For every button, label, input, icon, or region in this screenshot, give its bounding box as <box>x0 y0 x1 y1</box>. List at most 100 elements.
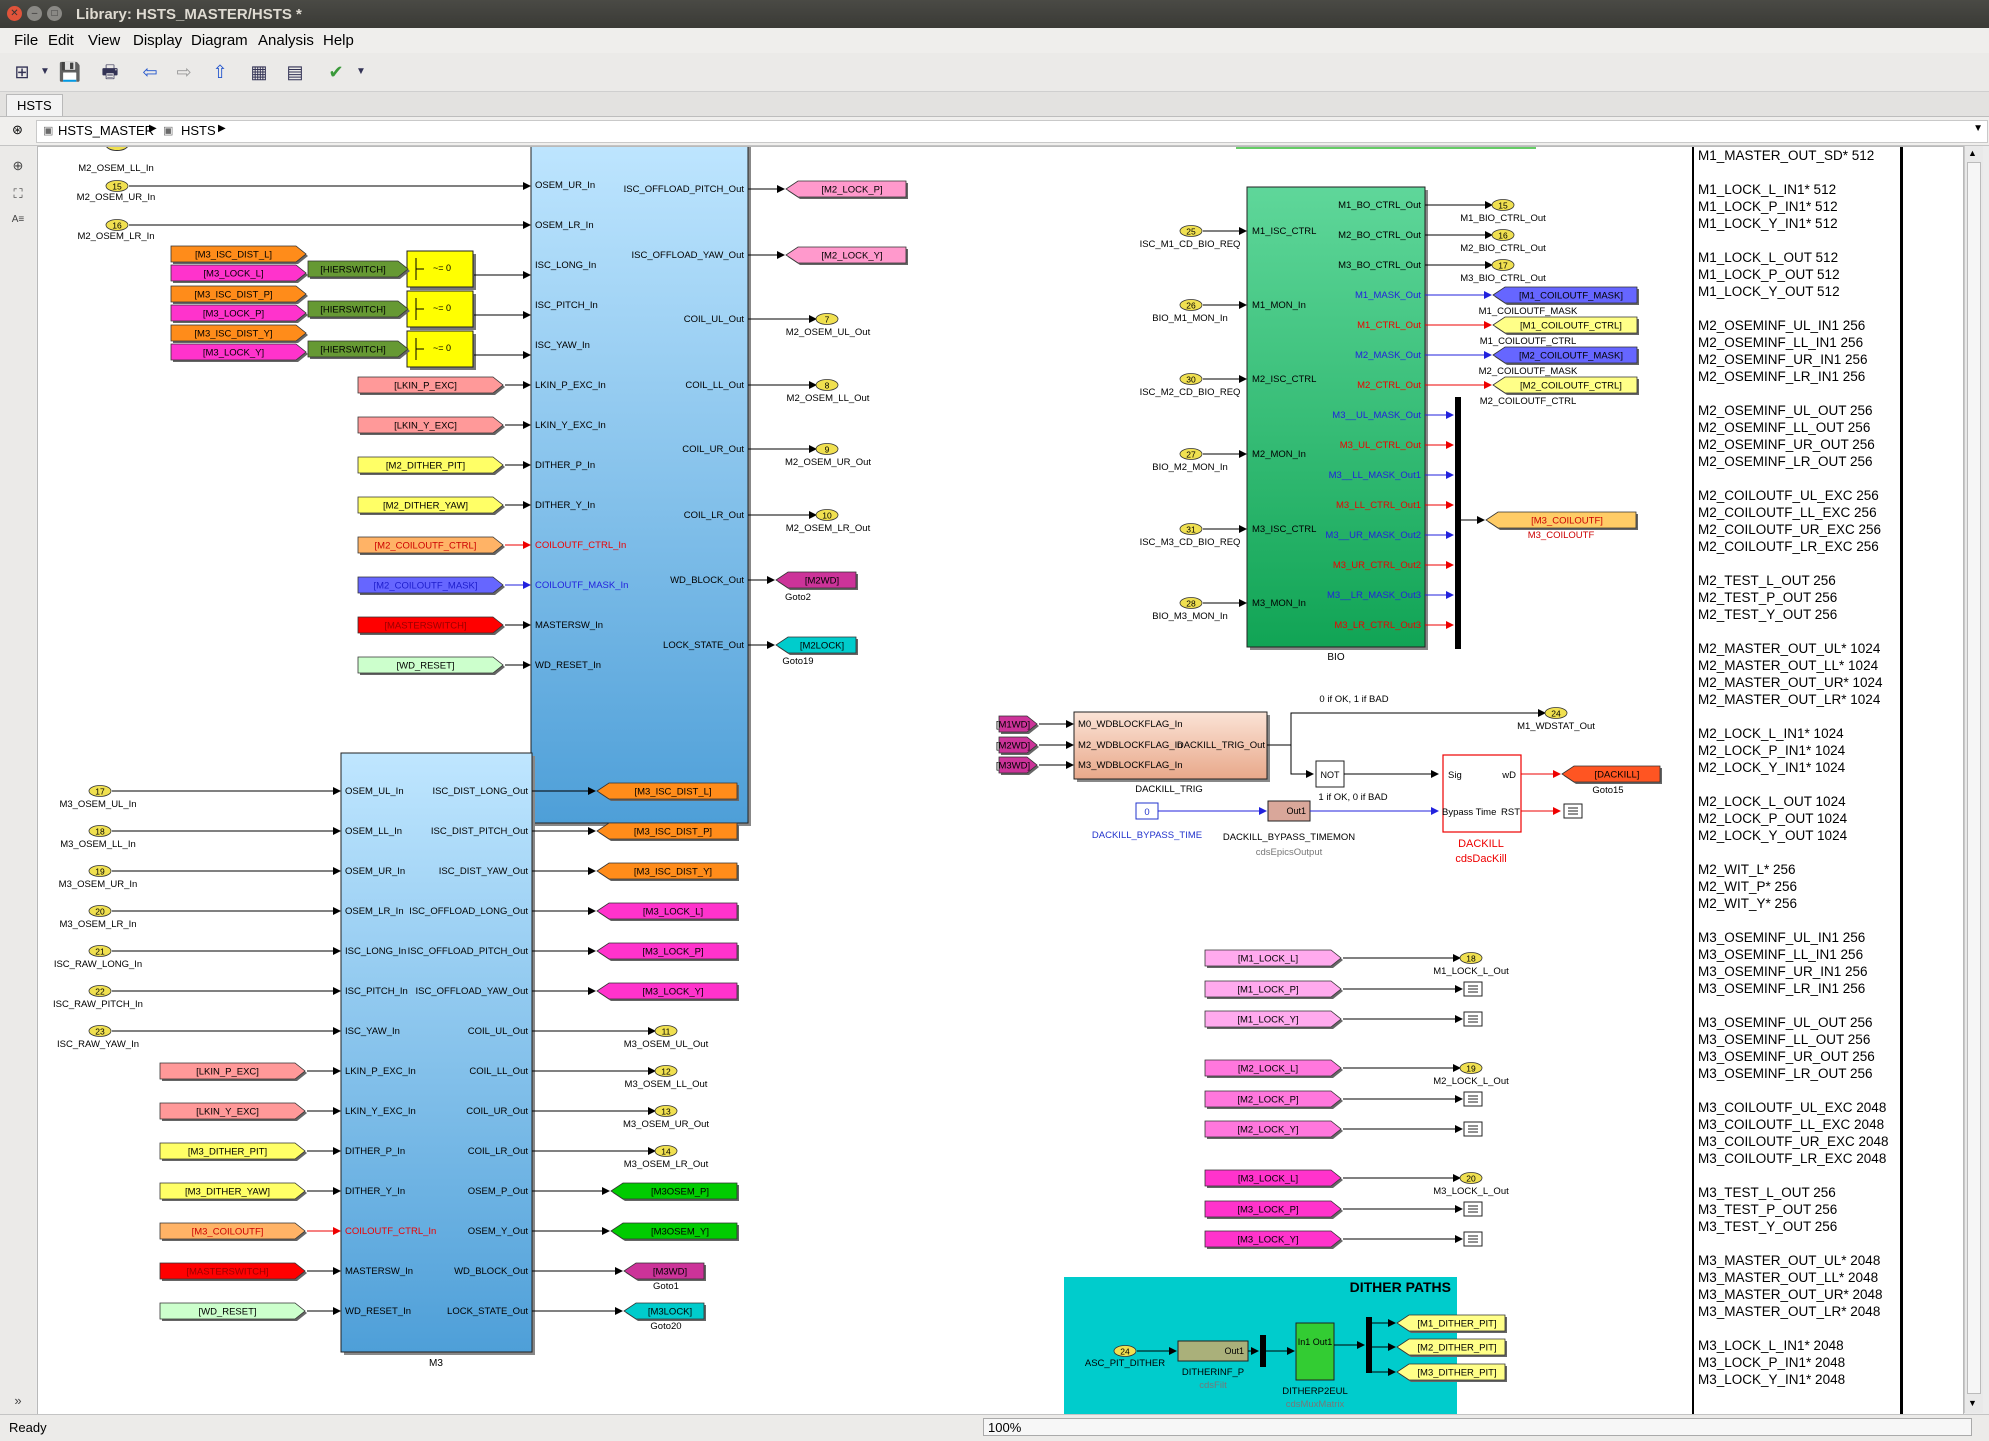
dither-filt-sub: cdsFilt <box>1199 1380 1227 1391</box>
breadcrumb-dropdown-icon[interactable]: ▼ <box>1973 123 1983 134</box>
fit-view-icon[interactable]: ⛶ <box>13 186 23 201</box>
m3-from-tag-label: [M3_DITHER_PIT] <box>188 1147 267 1158</box>
block-diagram[interactable]: M2M2_OSEM_LL_In15M2_OSEM_UR_In16M2_OSEM_… <box>38 147 1692 1414</box>
annotation-line: M1_LOCK_L_IN1* 512 <box>1698 182 1837 197</box>
m2-in-port-label: MASTERSW_In <box>535 620 603 631</box>
bio-name: BIO <box>1327 652 1344 663</box>
bio-inport <box>1179 373 1203 385</box>
new-block-icon[interactable]: ⊞ <box>14 62 30 82</box>
vertical-scrollbar[interactable]: ▲ ▼ <box>1964 146 1983 1413</box>
bio-goto-label: M1_COILOUTF_MASK <box>1479 306 1578 317</box>
m3-out-goto-tag <box>596 982 738 1000</box>
new-dropdown-icon[interactable]: ▼ <box>40 66 50 77</box>
m2-lower-from-tag-label: [M2_COILOUTF_CTRL] <box>375 541 477 552</box>
annotation-line: M2_WIT_P* 256 <box>1698 879 1798 894</box>
annotation-line: M2_LOCK_P_OUT 1024 <box>1698 811 1848 826</box>
m2-in-port-label: COILOUTF_MASK_In <box>535 580 628 591</box>
switch-icon <box>415 298 424 320</box>
menu-view[interactable]: View <box>88 32 121 49</box>
lock-from-tag <box>1204 1010 1342 1028</box>
menu-help[interactable]: Help <box>323 32 354 49</box>
save-icon[interactable]: 💾 <box>58 62 82 82</box>
menu-file[interactable]: File <box>14 32 39 49</box>
bio-goto-tag <box>1492 286 1638 304</box>
annotation-line: M2_OSEMINF_UR_IN1 256 <box>1698 352 1868 367</box>
m2-lower-from-tag-label: [M2_DITHER_YAW] <box>383 501 468 512</box>
m3-from-tag-label: [LKIN_P_EXC] <box>196 1067 259 1078</box>
lock-outport <box>1459 1172 1483 1184</box>
hide-explorer-icon[interactable]: ⊛ <box>12 122 23 137</box>
dackill-bypass-label: Bypass Time <box>1442 807 1496 818</box>
minimize-window-button[interactable]: – <box>27 6 42 21</box>
scroll-up-icon[interactable]: ▲ <box>1968 148 1977 158</box>
switch-icon <box>415 258 424 280</box>
lock-outport <box>1459 952 1483 964</box>
m3-in-port-label: MASTERSW_In <box>345 1266 413 1277</box>
annotation-line: M3_OSEMINF_LL_IN1 256 <box>1698 947 1864 962</box>
annotation-line: M2_MASTER_OUT_LL* 1024 <box>1698 658 1879 673</box>
model-explorer-icon[interactable]: ▤ <box>286 62 304 82</box>
m2-left-from-tag <box>170 324 307 342</box>
m2-top-inport-num: 16 <box>112 221 122 231</box>
library-browser-icon[interactable]: ▦ <box>250 62 268 82</box>
m2-top-inport-label: M2_OSEM_LL_In <box>78 163 154 174</box>
menu-diagram[interactable]: Diagram <box>191 32 248 49</box>
annotation-icon[interactable]: A≡ <box>11 214 25 225</box>
m3-inport-num: 17 <box>95 787 105 797</box>
menu-edit[interactable]: Edit <box>48 32 74 49</box>
close-window-button[interactable]: ✕ <box>7 6 22 21</box>
lock-outport-num: 18 <box>1466 954 1476 964</box>
breadcrumb-hsts[interactable]: HSTS <box>181 123 216 138</box>
scroll-thumb[interactable] <box>1967 162 1981 1394</box>
tab-hsts[interactable]: HSTS <box>6 94 63 116</box>
annotation-line: M2_TEST_Y_OUT 256 <box>1698 607 1838 622</box>
m2-left-from-tag-label: [M3_ISC_DIST_P] <box>194 290 272 301</box>
bio-out-port-label: M1_CTRL_Out <box>1357 320 1421 331</box>
annotation-line: M3_TEST_Y_OUT 256 <box>1698 1219 1838 1234</box>
m3-name: M3 <box>429 1358 443 1369</box>
annotation-line: M3_LOCK_P_IN1* 2048 <box>1698 1355 1846 1370</box>
m3-inport <box>88 825 112 837</box>
status-text: Ready <box>9 1420 47 1435</box>
lock-from-tag-label: [M1_LOCK_P] <box>1237 985 1298 996</box>
bio-goto-label: M2_COILOUTF_MASK <box>1479 366 1578 377</box>
m3-outport-num: 12 <box>661 1067 671 1077</box>
forward-icon[interactable]: ⇨ <box>176 62 192 82</box>
dackill-trig-out-line <box>1267 709 1546 746</box>
zoom-icon[interactable]: ⊕ <box>12 158 24 173</box>
back-icon[interactable]: ⇦ <box>142 62 158 82</box>
menu-display[interactable]: Display <box>133 32 183 49</box>
dackill-from-tag-label: [M2WD] <box>996 741 1030 752</box>
lock-terminator-lines <box>1468 1235 1478 1243</box>
menu-analysis[interactable]: Analysis <box>258 32 314 49</box>
m3-inport-num: 20 <box>95 907 105 917</box>
m3-in-port-label: COILOUTF_CTRL_In <box>345 1226 436 1237</box>
maximize-window-button[interactable]: □ <box>47 6 62 21</box>
check-dropdown-icon[interactable]: ▼ <box>356 66 366 77</box>
annotation-line: M2_OSEMINF_UL_OUT 256 <box>1698 403 1873 418</box>
expand-icon[interactable]: » <box>14 1393 22 1408</box>
annotation-line: M3_MASTER_OUT_UL* 2048 <box>1698 1253 1881 1268</box>
lock-outport-label: M2_LOCK_L_Out <box>1433 1076 1509 1087</box>
bio-outport-label: M1_BIO_CTRL_Out <box>1460 213 1546 224</box>
m2-wd-goto <box>775 571 857 589</box>
annotation-line: M3_OSEMINF_UR_OUT 256 <box>1698 1049 1875 1064</box>
bio-inport-label: BIO_M1_MON_In <box>1152 313 1228 324</box>
bio-inport-label: ISC_M2_CD_BIO_REQ <box>1140 387 1241 398</box>
m2-top-inport <box>105 180 129 192</box>
m3-out-port-label: WD_BLOCK_Out <box>454 1266 528 1277</box>
check-icon[interactable]: ✔ <box>328 62 344 82</box>
print-icon[interactable]: 🖶 <box>101 62 119 82</box>
dither-goto-tag-label: [M2_DITHER_PIT] <box>1417 1343 1496 1354</box>
toolbar: ⊞ ▼ 💾 🖶 ⇦ ⇨ ⇧ ▦ ▤ ✔ ▼ <box>0 53 1989 92</box>
bio-in-port-label: M1_MON_In <box>1252 300 1306 311</box>
breadcrumb-hsts-master[interactable]: HSTS_MASTER <box>58 123 155 138</box>
m3-out-port-label: ISC_DIST_LONG_Out <box>432 786 528 797</box>
up-icon[interactable]: ⇧ <box>212 62 228 82</box>
diagram-canvas[interactable]: M2M2_OSEM_LL_In15M2_OSEM_UR_In16M2_OSEM_… <box>37 146 1964 1415</box>
annotation-line: M1_LOCK_Y_IN1* 512 <box>1698 216 1838 231</box>
m3-in-port-label: OSEM_UR_In <box>345 866 405 877</box>
scroll-down-icon[interactable]: ▼ <box>1968 1398 1977 1408</box>
m3-out-goto-tag-label: [M3_LOCK_L] <box>643 907 703 918</box>
m3-inport-label: ISC_RAW_PITCH_In <box>53 999 143 1010</box>
